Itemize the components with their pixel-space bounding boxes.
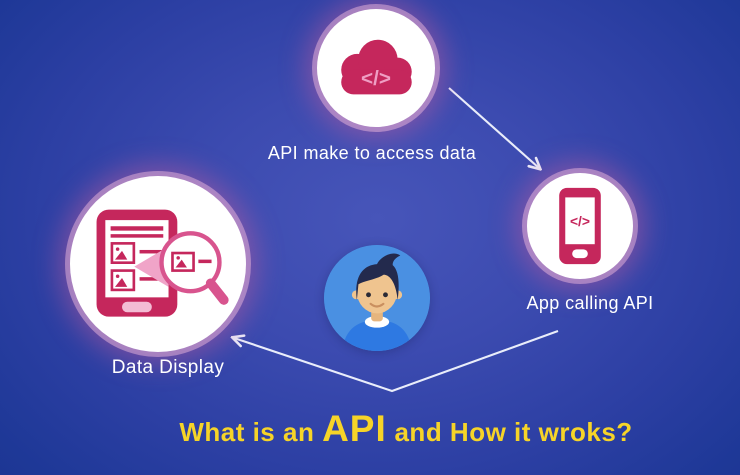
display-node-label: Data Display (111, 357, 225, 378)
title-prefix: What is an (179, 417, 323, 447)
title-api-highlight: API (322, 408, 387, 449)
magnifier-glass (159, 231, 229, 305)
cloud-node-label: API make to access data (267, 143, 477, 163)
data-display-node (70, 176, 246, 352)
phone-code-glyph: </> (570, 213, 590, 229)
cloud-code-glyph: </> (361, 67, 391, 90)
app-node-label: App calling API (526, 293, 654, 313)
app-phone-node: </> (527, 173, 633, 279)
main-title: What is an API and How it wroks? (0, 408, 740, 450)
phone-code-icon: </> (559, 187, 601, 265)
cloud-code-icon: </> (341, 39, 412, 95)
api-cloud-node: </> (317, 9, 435, 127)
phone-magnifier-icon (96, 209, 229, 317)
person-avatar-icon (324, 245, 430, 351)
user-avatar (324, 245, 430, 351)
title-suffix: and How it wroks? (386, 417, 633, 447)
